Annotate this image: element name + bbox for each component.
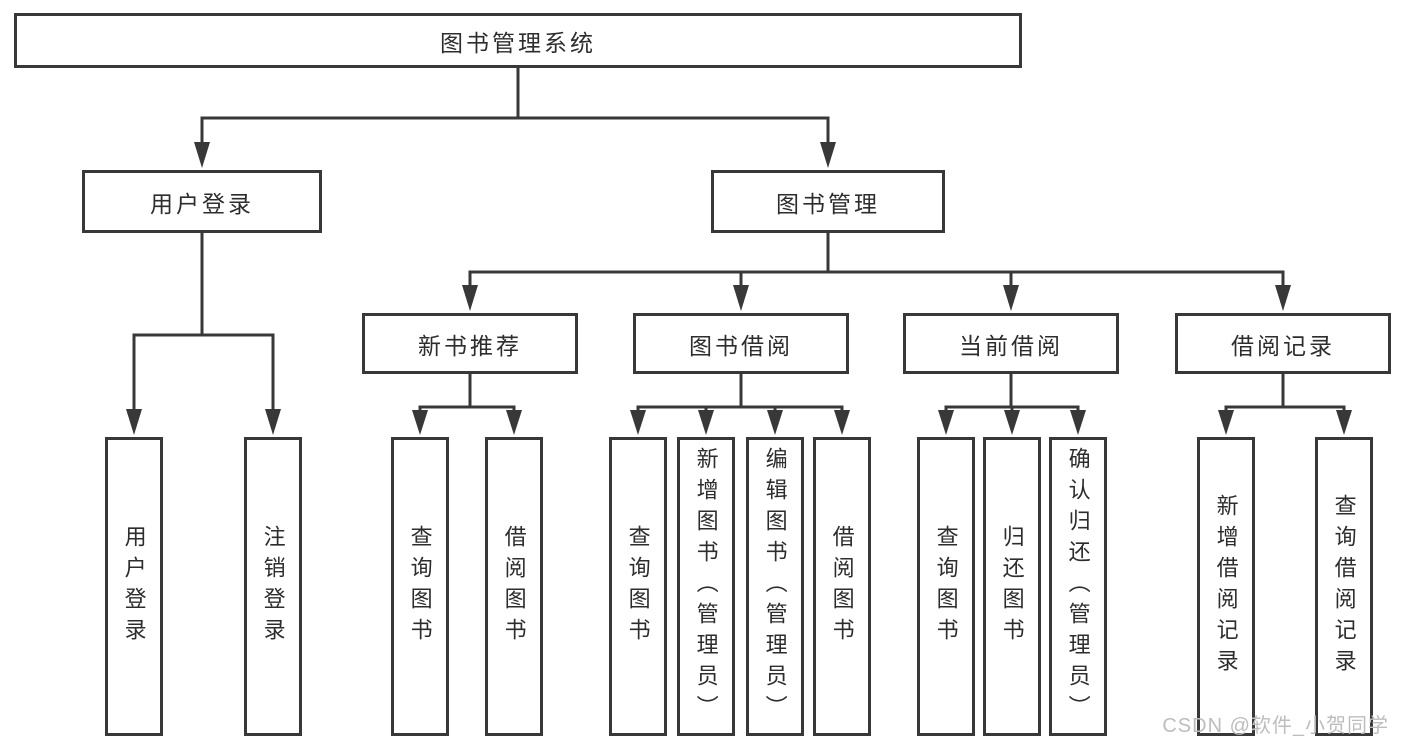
leaf-add-borrow-record: 新增借阅记录 xyxy=(1197,437,1255,736)
leaf-edit-books-admin: 编辑图书（管理员） xyxy=(746,437,804,736)
leaf-query-books-borrowing: 查询图书 xyxy=(609,437,667,736)
leaf-return-books-label: 归还图书 xyxy=(999,524,1025,649)
leaf-user-login: 用户登录 xyxy=(105,437,163,736)
leaf-logout-label: 注销登录 xyxy=(260,524,286,649)
node-borrowing-records: 借阅记录 xyxy=(1175,313,1391,374)
leaf-add-borrow-record-label: 新增借阅记录 xyxy=(1213,493,1239,680)
leaf-add-books-admin: 新增图书（管理员） xyxy=(677,437,735,736)
leaf-return-books: 归还图书 xyxy=(983,437,1041,736)
leaf-query-borrow-record: 查询借阅记录 xyxy=(1315,437,1373,736)
leaf-borrow-books-recommend: 借阅图书 xyxy=(485,437,543,736)
leaf-user-login-label: 用户登录 xyxy=(121,524,147,649)
leaf-query-borrow-record-label: 查询借阅记录 xyxy=(1331,493,1357,680)
node-library-management-system: 图书管理系统 xyxy=(14,13,1022,68)
leaf-confirm-return-admin-label: 确认归还（管理员） xyxy=(1065,447,1091,726)
leaf-logout: 注销登录 xyxy=(244,437,302,736)
node-user-login: 用户登录 xyxy=(82,170,322,233)
leaf-query-books-current-label: 查询图书 xyxy=(933,524,959,649)
leaf-confirm-return-admin: 确认归还（管理员） xyxy=(1049,437,1107,736)
leaf-borrow-books-label: 借阅图书 xyxy=(829,524,855,649)
node-book-borrowing: 图书借阅 xyxy=(633,313,849,374)
csdn-watermark: CSDN @软件_小贺同学 xyxy=(1162,715,1389,737)
leaf-query-books-recommend: 查询图书 xyxy=(391,437,449,736)
leaf-borrow-books-recommend-label: 借阅图书 xyxy=(501,524,527,649)
leaf-query-books-recommend-label: 查询图书 xyxy=(407,524,433,649)
leaf-query-books-current: 查询图书 xyxy=(917,437,975,736)
leaf-add-books-admin-label: 新增图书（管理员） xyxy=(693,447,719,726)
leaf-borrow-books: 借阅图书 xyxy=(813,437,871,736)
leaf-edit-books-admin-label: 编辑图书（管理员） xyxy=(762,447,788,726)
leaf-query-books-borrowing-label: 查询图书 xyxy=(625,524,651,649)
node-book-management: 图书管理 xyxy=(711,170,945,233)
node-current-borrowing: 当前借阅 xyxy=(903,313,1119,374)
node-new-book-recommend: 新书推荐 xyxy=(362,313,578,374)
